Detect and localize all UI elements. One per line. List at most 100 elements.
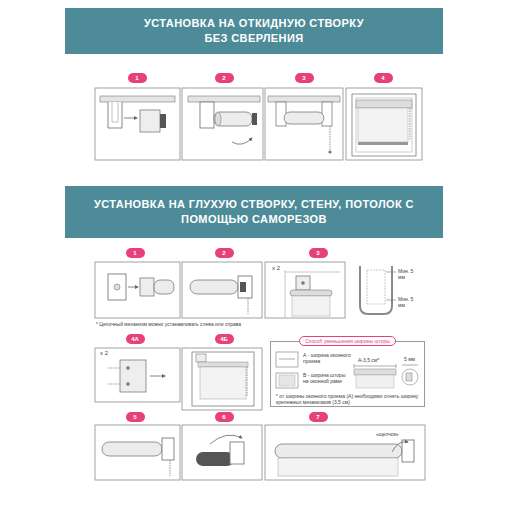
roller-tube <box>198 362 248 367</box>
section-banner: УСТАНОВКА НА ГЛУХУЮ СТВОРКУ, СТЕНУ, ПОТО… <box>65 186 443 238</box>
roller-tube <box>102 442 162 456</box>
step-number: 3 <box>295 73 314 83</box>
step-panel <box>265 425 425 480</box>
step-number: 5 <box>126 412 145 422</box>
wall-edge <box>285 270 286 318</box>
step-label: 4 <box>374 75 393 82</box>
bracket <box>406 373 412 381</box>
bracket <box>322 102 332 126</box>
motion-arrow <box>392 442 408 452</box>
annotation-label: А-3,5 см* <box>358 357 379 363</box>
annotation-label: * Цепочный механизм можно устанавливать … <box>96 321 241 327</box>
step-number: 2 <box>215 248 234 258</box>
screw <box>301 281 305 285</box>
bracket <box>162 438 174 460</box>
chain-stop <box>328 150 331 153</box>
bracket-plate <box>120 360 146 392</box>
roller-cassette <box>356 100 412 108</box>
chain-mechanism <box>240 282 246 292</box>
info-panel: Способ уменьшения ширины шторыА - ширина… <box>270 341 425 407</box>
roller-tube <box>214 112 252 126</box>
section-banner: УСТАНОВКА НА ОТКИДНУЮ СТВОРКУ БЕЗ СВЕРЛЕ… <box>65 8 443 54</box>
bracket <box>296 276 310 290</box>
info-text: * от ширины оконного проема (А) необходи… <box>276 393 421 405</box>
dimension-line <box>402 365 418 366</box>
window-glass <box>356 98 412 152</box>
bracket <box>200 102 214 128</box>
annotation-label: 5 мм <box>404 356 415 362</box>
step-number: 4А <box>126 334 145 344</box>
chain <box>170 460 171 476</box>
bracket <box>196 354 206 362</box>
step-label: 3 <box>295 75 314 82</box>
roller-tube <box>154 280 174 294</box>
info-text: В - ширина шторы на оконной раме <box>303 372 351 384</box>
blind-fabric <box>356 375 394 388</box>
step-label: 4Б <box>215 336 234 343</box>
blind-fabric <box>292 296 330 316</box>
roller-tube <box>290 290 332 296</box>
step-panel <box>95 348 180 402</box>
window-frame <box>352 94 416 156</box>
info-heading: Способ уменьшения ширины шторы <box>299 336 396 346</box>
screw-line <box>108 384 120 385</box>
chain <box>248 298 249 314</box>
end-cap <box>252 113 257 125</box>
window-frame <box>192 352 254 406</box>
step-panel <box>182 262 262 318</box>
motion-arrow <box>150 376 165 377</box>
window-icon <box>276 373 298 388</box>
dimension-line <box>354 366 396 367</box>
step-panel <box>95 88 180 160</box>
bracket <box>238 276 252 298</box>
bottom-bar <box>358 142 408 145</box>
motion-arrow <box>124 118 137 119</box>
blind-fabric <box>200 367 246 399</box>
dimension-tick <box>354 364 355 368</box>
step-panel <box>346 88 422 160</box>
screw <box>126 382 130 386</box>
step-label: 6 <box>215 414 234 421</box>
blind-fabric <box>278 458 398 476</box>
annotation-label: «щелчок» <box>376 431 399 437</box>
step-label: 4А <box>126 336 145 343</box>
step-panel <box>95 425 180 480</box>
step-label: 7 <box>309 414 328 421</box>
motion-arrow <box>128 287 138 288</box>
sash-bar <box>188 96 260 102</box>
dimension-tick <box>386 300 396 301</box>
step-number: 2 <box>215 73 234 83</box>
roller-tube <box>275 444 402 458</box>
chain <box>410 108 411 140</box>
bracket-outline <box>367 270 385 304</box>
dimension-tick <box>386 272 396 273</box>
step-number: 7 <box>309 412 328 422</box>
banner-title: УСТАНОВКА НА ГЛУХУЮ СТВОРКУ, СТЕНУ, ПОТО… <box>89 197 419 228</box>
step-panel <box>95 262 180 318</box>
bracket-body <box>140 110 160 132</box>
step-panel <box>182 88 263 160</box>
sash-bar <box>268 96 340 102</box>
step-number: 6 <box>215 412 234 422</box>
window-icon <box>276 352 298 367</box>
bracket <box>276 102 286 126</box>
step-label: 3 <box>309 250 328 257</box>
step-panel <box>182 425 262 480</box>
step-number: 4Б <box>215 334 234 344</box>
annotation-label: Мин. 5 мм <box>398 296 420 308</box>
step-label: 1 <box>128 75 147 82</box>
roller-tube <box>354 369 396 375</box>
hook-bracket <box>112 102 118 122</box>
chain <box>247 367 248 396</box>
step-label: 2 <box>215 75 234 82</box>
step-number: 1 <box>128 73 147 83</box>
detail-circle <box>402 369 418 385</box>
step-panel <box>182 348 262 410</box>
bracket <box>402 440 414 462</box>
ceiling-edge <box>285 272 340 273</box>
tube-end <box>215 112 221 126</box>
bracket <box>230 442 244 464</box>
